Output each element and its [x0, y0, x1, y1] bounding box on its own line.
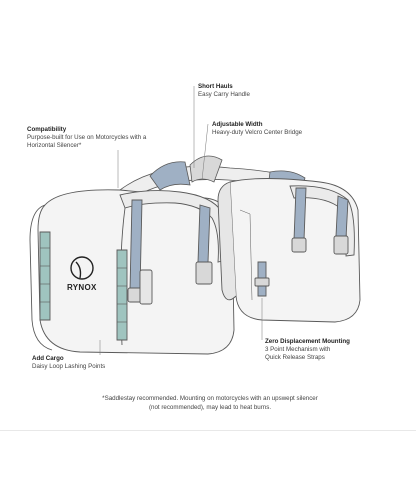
callout-title: Short Hauls — [198, 83, 233, 90]
divider — [0, 430, 416, 431]
footnote-line2: (not recommended), may lead to heat burn… — [148, 403, 272, 411]
callout-desc: Daisy Loop Lashing Points — [32, 363, 106, 371]
leader-lines — [99, 86, 263, 355]
callout-adjustable-width: Adjustable Width Heavy-duty Velcro Cente… — [212, 121, 302, 137]
callout-compatibility: Compatibility Purpose-built for Use on M… — [27, 126, 157, 151]
callout-title: Adjustable Width — [212, 121, 263, 128]
brand-name: RYNOX — [67, 283, 97, 292]
callout-title: Compatibility — [27, 126, 67, 133]
callout-desc-line2: Quick Release Straps — [265, 354, 325, 362]
footnote: *Saddlestay recommended. Mounting on mot… — [60, 395, 360, 412]
callout-desc-line1: 3 Point Mechanism with — [265, 346, 331, 354]
callout-short-hauls: Short Hauls Easy Carry Handle — [198, 83, 250, 99]
back-bag — [217, 178, 361, 323]
footnote-line1: *Saddlestay recommended. Mounting on mot… — [102, 395, 318, 402]
callout-desc: Easy Carry Handle — [198, 91, 250, 99]
brand-logo: RYNOX — [67, 283, 97, 292]
callout-title: Add Cargo — [32, 355, 64, 362]
callout-desc: Heavy-duty Velcro Center Bridge — [212, 129, 303, 137]
callout-zero-displacement: Zero Displacement Mounting 3 Point Mecha… — [265, 338, 350, 363]
front-bag — [29, 189, 235, 355]
callout-title: Zero Displacement Mounting — [265, 338, 350, 345]
callout-desc: Purpose-built for Use on Motorcycles wit… — [27, 134, 147, 150]
callout-add-cargo: Add Cargo Daisy Loop Lashing Points — [32, 355, 105, 371]
